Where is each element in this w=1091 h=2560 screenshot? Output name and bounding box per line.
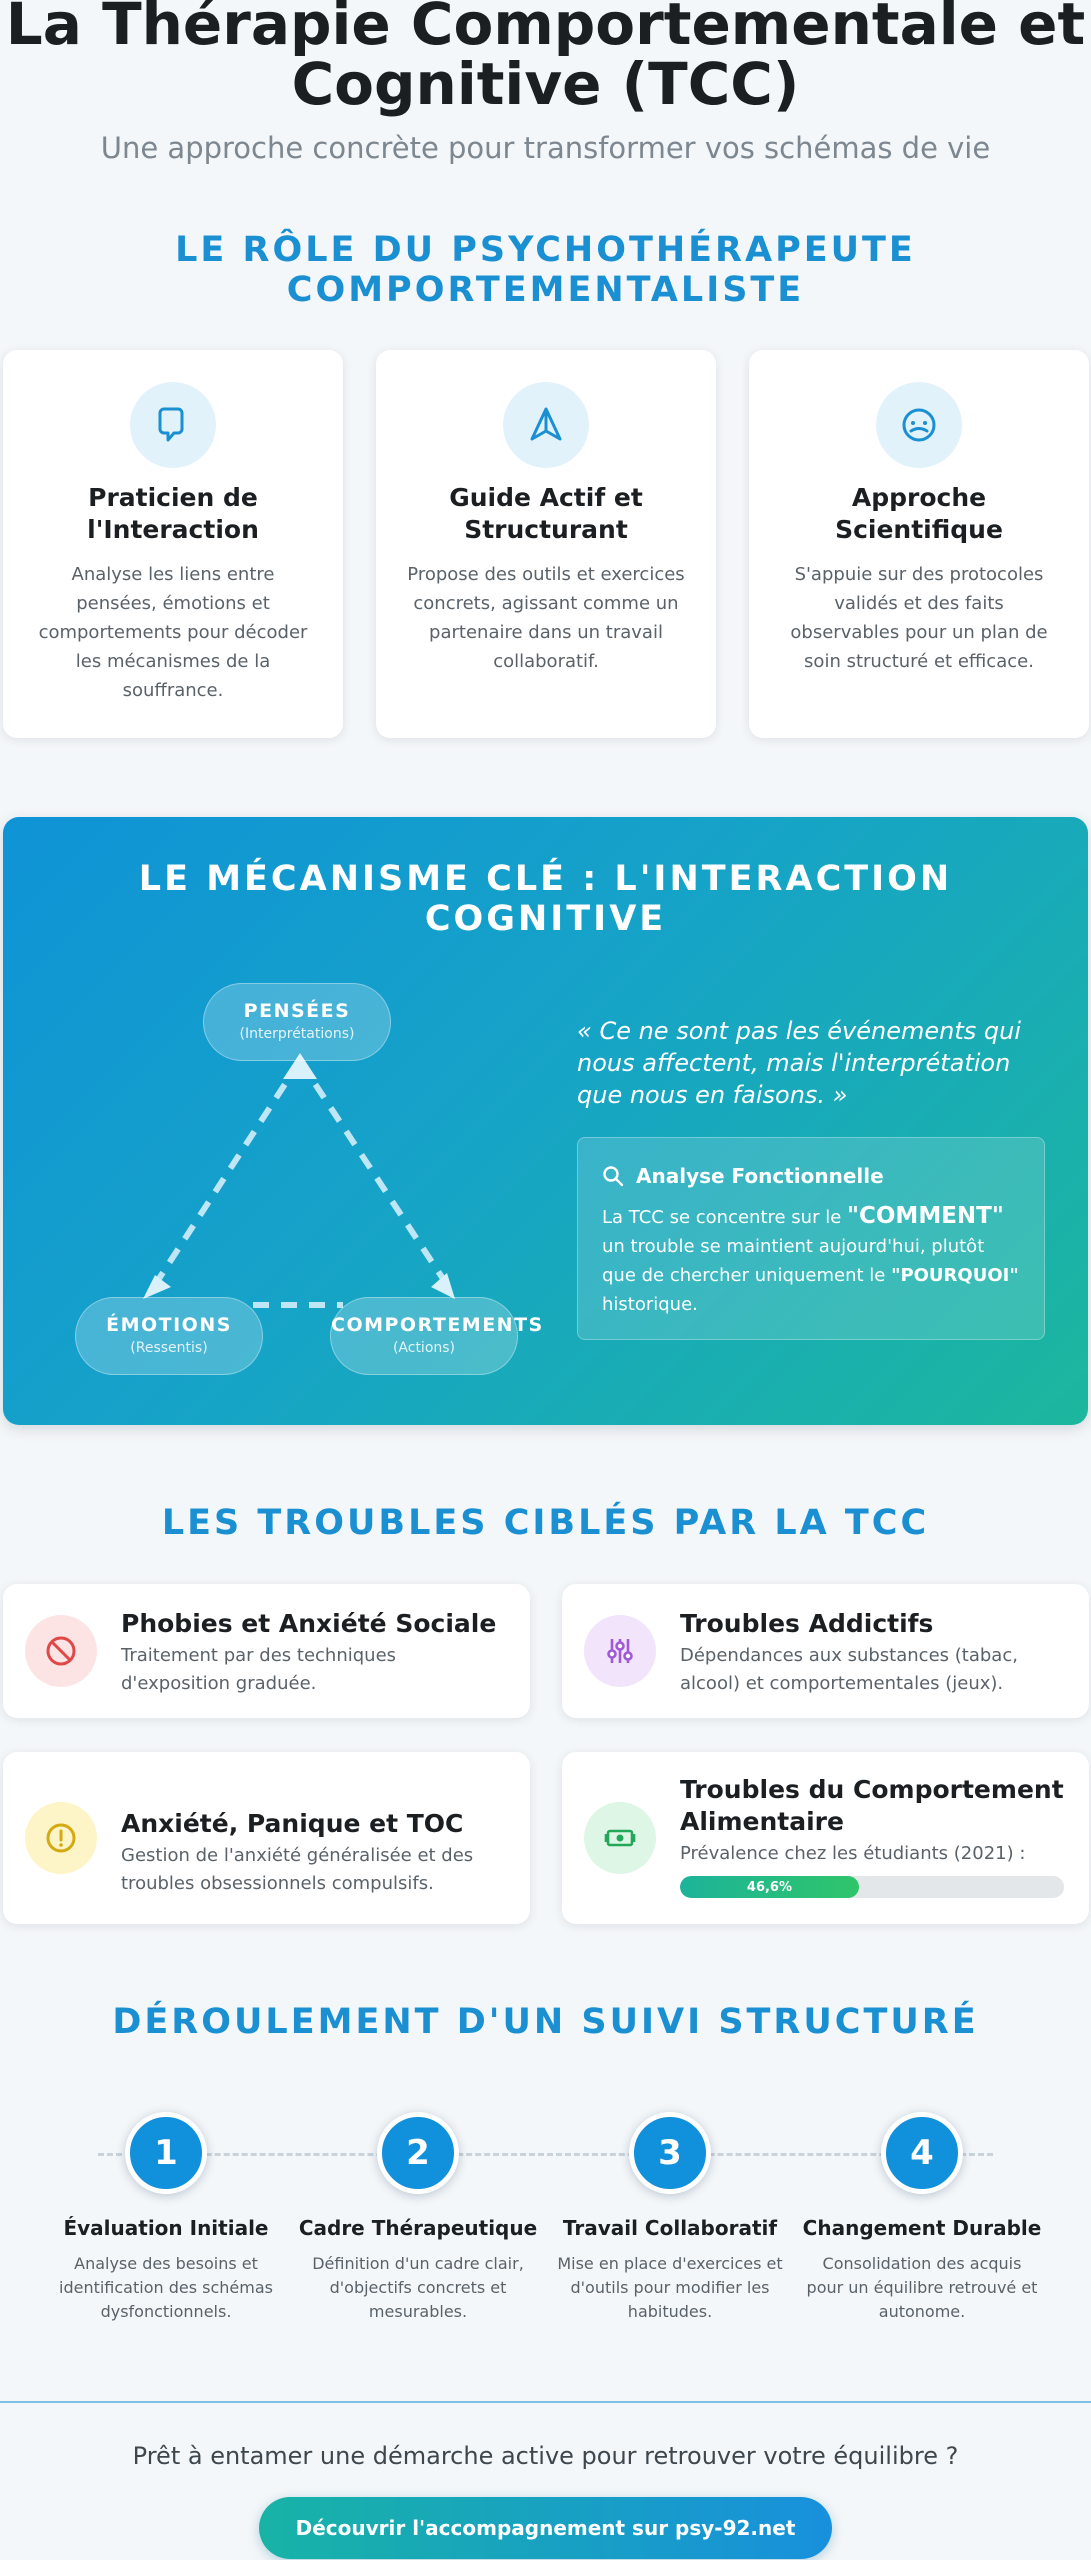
- money-icon: [584, 1802, 656, 1874]
- step-number-circle: 1: [125, 2112, 207, 2194]
- role-section-title-line-1: LE RÔLE DU PSYCHOTHÉRAPEUTE: [175, 230, 916, 270]
- step-number-circle: 4: [881, 2112, 963, 2194]
- role-section-title-line-2: COMPORTEMENTALISTE: [286, 270, 805, 310]
- role-card-title: Praticien de l'Interaction: [87, 483, 259, 544]
- cognitive-quote: « Ce ne sont pas les événements qui nous…: [577, 1017, 1021, 1109]
- role-card-description: S'appuie sur des protocoles validés et d…: [790, 564, 1048, 672]
- prevalence-progress-label: 46,6%: [746, 1879, 793, 1895]
- trouble-card-addictions: Troubles Addictifs Dépendances aux subst…: [562, 1584, 1089, 1718]
- search-icon: [603, 1166, 624, 1187]
- prohibited-icon: [25, 1615, 97, 1687]
- role-card-description: Propose des outils et exercices concrets…: [407, 564, 685, 672]
- page-title-line-1: La Thérapie Comportementale et: [5, 0, 1086, 58]
- trouble-title: Troubles Addictifs: [680, 1609, 934, 1638]
- trouble-description: Gestion de l'anxiété généralisée et des …: [121, 1845, 474, 1894]
- trouble-title: Phobies et Anxiété Sociale: [121, 1609, 497, 1638]
- troubles-section-title: LES TROUBLES CIBLÉS PAR LA TCC: [161, 1503, 930, 1543]
- section-divider: [0, 2401, 1091, 2403]
- cognitive-triangle-arrows: [143, 1053, 455, 1308]
- trouble-description: Prévalence chez les étudiants (2021) :: [680, 1843, 1026, 1864]
- role-card-interaction: Praticien de l'Interaction Analyse les l…: [3, 350, 343, 738]
- functional-analysis-box: Analyse Fonctionnelle La TCC se concentr…: [577, 1137, 1045, 1340]
- discover-accompaniment-button[interactable]: Découvrir l'accompagnement sur psy-92.ne…: [259, 2497, 832, 2559]
- functional-analysis-text: La TCC se concentre sur le "COMMENT" un …: [602, 1203, 1019, 1315]
- role-card-guide: Guide Actif et Structurant Propose des o…: [376, 350, 716, 738]
- step-description: Analyse des besoins et identification de…: [59, 2254, 273, 2321]
- step-description: Définition d'un cadre clair, d'objectifs…: [312, 2254, 524, 2321]
- process-section-title: DÉROULEMENT D'UN SUIVI STRUCTURÉ: [112, 2002, 979, 2042]
- sliders-icon: [584, 1615, 656, 1687]
- navigation-arrow-icon: [503, 382, 589, 468]
- alert-circle-icon: [25, 1802, 97, 1874]
- trouble-description: Dépendances aux substances (tabac, alcoo…: [680, 1645, 1018, 1694]
- node-thoughts: PENSÉES (Interprétations): [203, 983, 391, 1061]
- step-number-circle: 2: [377, 2112, 459, 2194]
- trouble-title: Troubles du Comportement Alimentaire: [680, 1775, 1064, 1836]
- mechanism-title: LE MÉCANISME CLÉ : L'INTERACTION COGNITI…: [138, 859, 953, 939]
- step-title: Évaluation Initiale: [63, 2216, 269, 2240]
- step-description: Mise en place d'exercices et d'outils po…: [557, 2254, 783, 2321]
- prevalence-progress-fill: 46,6%: [680, 1876, 859, 1898]
- functional-analysis-heading: Analyse Fonctionnelle: [602, 1164, 1020, 1188]
- prevalence-progress-bar: 46,6%: [680, 1876, 1064, 1898]
- page-subtitle: Une approche concrète pour transformer v…: [100, 131, 991, 165]
- timeline-dashed-line: [98, 2153, 993, 2156]
- cta-question: Prêt à entamer une démarche active pour …: [132, 2442, 959, 2470]
- trouble-card-phobias: Phobies et Anxiété Sociale Traitement pa…: [3, 1584, 530, 1718]
- step-title: Cadre Thérapeutique: [298, 2216, 538, 2240]
- speech-bubble-icon: [130, 382, 216, 468]
- node-emotions: ÉMOTIONS (Ressentis): [75, 1297, 263, 1375]
- step-title: Travail Collaboratif: [562, 2216, 778, 2240]
- role-card-description: Analyse les liens entre pensées, émotion…: [38, 564, 308, 701]
- page-title-line-2: Cognitive (TCC): [291, 50, 800, 118]
- node-behaviors: COMPORTEMENTS (Actions): [330, 1297, 542, 1375]
- mechanism-panel: LE MÉCANISME CLÉ : L'INTERACTION COGNITI…: [3, 817, 1088, 1425]
- scientist-face-icon: [876, 382, 962, 468]
- role-section-title: LE RÔLE DU PSYCHOTHÉRAPEUTE COMPORTEMENT…: [0, 230, 1091, 310]
- step-description: Consolidation des acquis pour un équilib…: [806, 2254, 1038, 2321]
- trouble-description: Traitement par des techniques d'expositi…: [121, 1645, 397, 1694]
- trouble-card-eating-disorders: Troubles du Comportement Alimentaire Pré…: [562, 1752, 1089, 1924]
- role-card-scientific: Approche Scientifique S'appuie sur des p…: [749, 350, 1089, 738]
- step-title: Changement Durable: [802, 2216, 1042, 2240]
- trouble-title: Anxiété, Panique et TOC: [121, 1809, 464, 1838]
- page-title: La Thérapie Comportementale et Cognitive…: [0, 0, 1091, 114]
- trouble-card-anxiety: Anxiété, Panique et TOC Gestion de l'anx…: [3, 1752, 530, 1924]
- step-number-circle: 3: [629, 2112, 711, 2194]
- role-card-title: Guide Actif et Structurant: [449, 483, 643, 544]
- role-card-title: Approche Scientifique: [835, 483, 1003, 544]
